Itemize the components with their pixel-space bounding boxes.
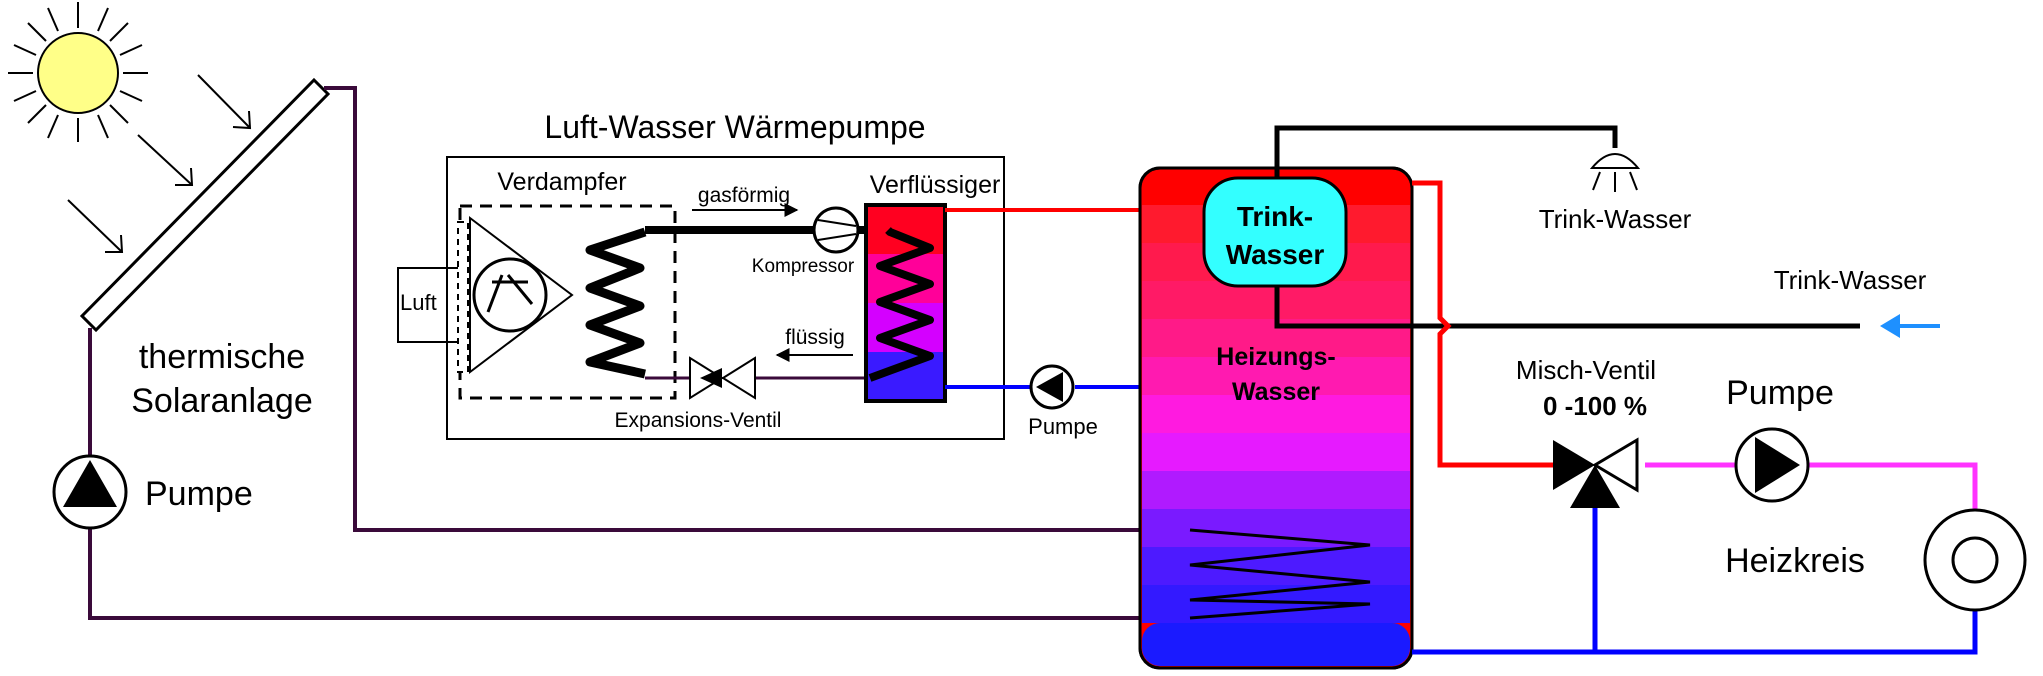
solar-pump-icon — [52, 454, 128, 530]
solar-return-pipe — [88, 328, 1190, 620]
solar-collector-panel — [79, 77, 331, 333]
compressor-icon — [812, 206, 860, 254]
heating-circuit-icon — [1923, 508, 2027, 612]
sun-ray-arrows — [67, 74, 252, 253]
heat-pump-title: Luft-Wasser Wärmepumpe — [544, 109, 925, 145]
drinking-water-inlet-pipe — [1274, 280, 1860, 329]
condenser-label: Verflüssiger — [870, 171, 1001, 199]
return-pipe — [1412, 608, 1978, 655]
evaporator-fan-icon — [469, 215, 574, 375]
circuit-pump-icon — [1734, 427, 1810, 503]
drinking-water-tank-label-1: Trink- — [1237, 201, 1313, 232]
drinking-water-tank-label-2: Wasser — [1226, 239, 1325, 270]
air-label: Luft — [400, 290, 437, 315]
solar-flow-pipe — [324, 86, 1190, 532]
mixing-valve-label: Misch-Ventil — [1516, 355, 1656, 385]
hp-pump-icon — [1029, 364, 1075, 410]
expansion-valve-label: Expansions-Ventil — [615, 409, 782, 432]
mixed-supply-pipe — [1645, 462, 1978, 510]
liquid-label: flüssig — [785, 326, 845, 349]
heating-water-label-1: Heizungs- — [1216, 343, 1335, 371]
sun-icon — [8, 2, 148, 142]
heating-water-label-2: Wasser — [1232, 378, 1320, 406]
hp-pump-label: Pumpe — [1028, 414, 1098, 439]
solar-label-line2: Solaranlage — [131, 382, 312, 420]
supply-pipe — [1412, 180, 1568, 468]
solar-coil — [1189, 528, 1371, 620]
evaporator-box — [458, 204, 677, 400]
shower-icon — [1589, 153, 1641, 192]
shower-label: Trink-Wasser — [1539, 204, 1692, 234]
drinking-water-tank — [1202, 176, 1348, 288]
condenser-box — [864, 203, 947, 403]
evaporator-coil — [585, 227, 647, 379]
heating-circuit-label: Heizkreis — [1725, 542, 1865, 580]
inlet-arrow-icon — [1880, 314, 1940, 338]
drinking-water-outlet-pipe — [1274, 125, 1618, 180]
compressor-label: Kompressor — [752, 256, 855, 277]
mixing-valve-icon — [1553, 437, 1639, 508]
drinking-water-inlet-label: Trink-Wasser — [1774, 265, 1927, 295]
solar-label-line1: thermische — [139, 338, 305, 376]
gaseous-label: gasförmig — [698, 184, 790, 207]
air-duct — [397, 221, 469, 373]
expansion-valve-icon — [689, 356, 756, 400]
evaporator-label: Verdampfer — [497, 168, 626, 196]
solar-loop-pipes — [88, 86, 1190, 620]
mixing-range-label: 0 -100 % — [1543, 391, 1647, 421]
circuit-pump-label: Pumpe — [1726, 374, 1834, 412]
solar-pump-label: Pumpe — [145, 475, 253, 513]
